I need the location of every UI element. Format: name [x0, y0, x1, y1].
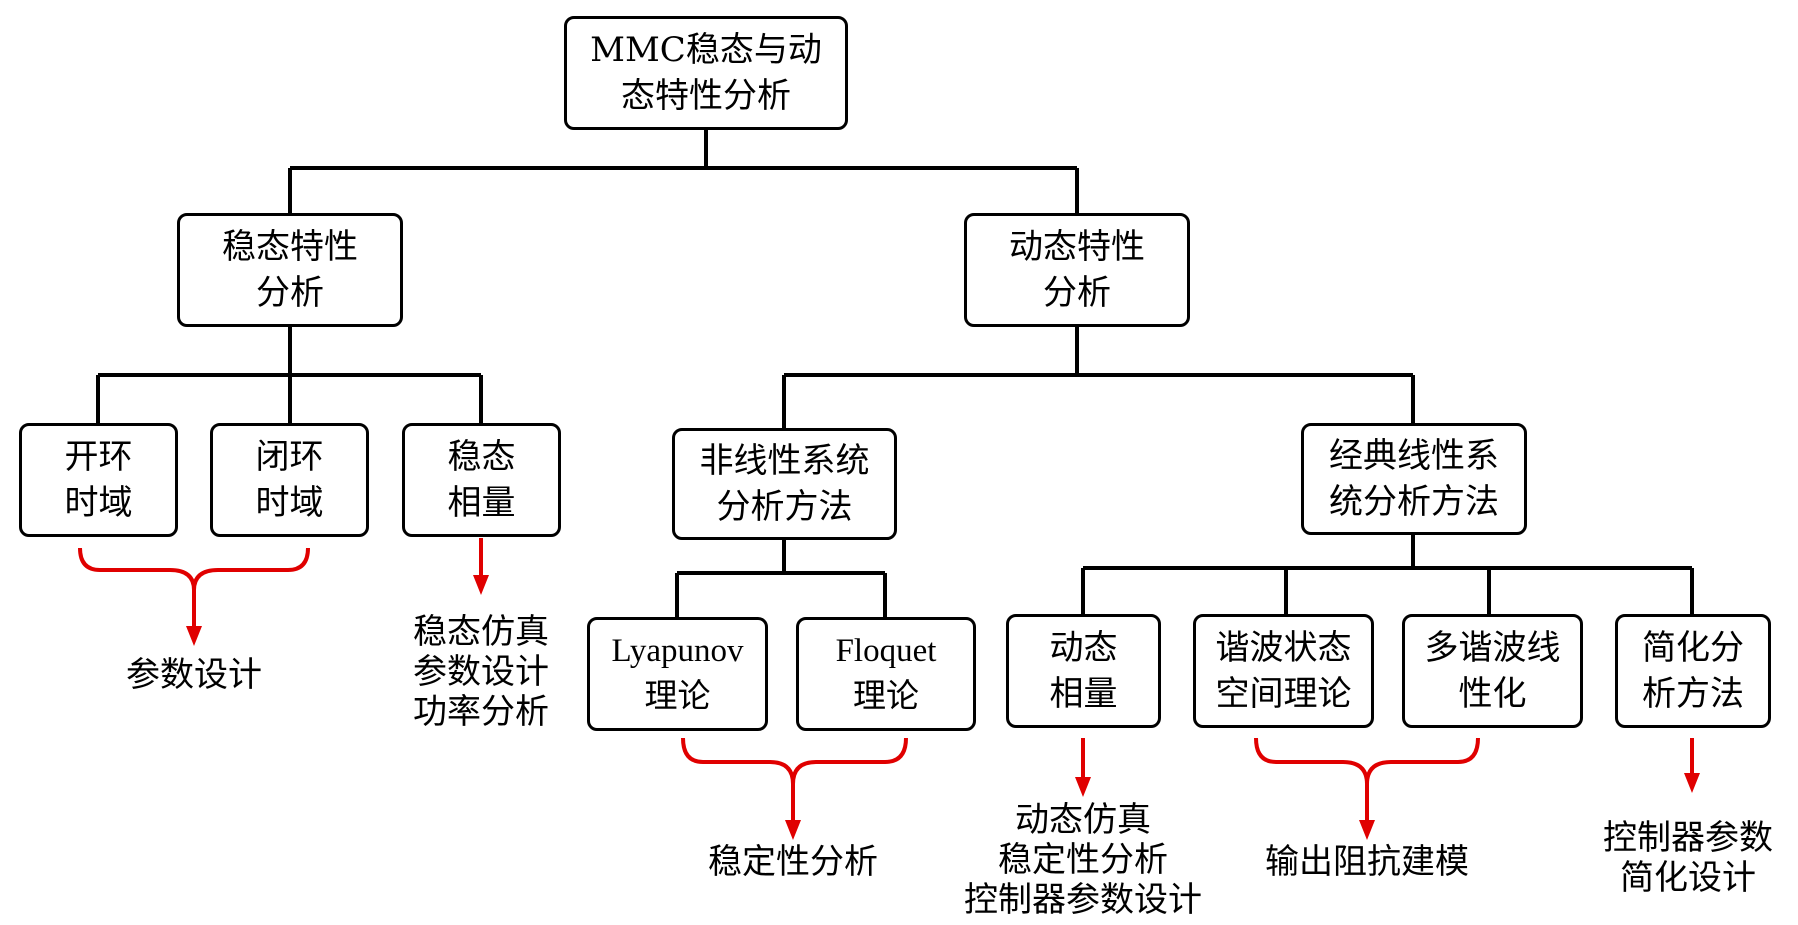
node-linear-methods-label: 经典线性系 统分析方法 [1329, 436, 1499, 522]
arrowhead-steady-phasor [473, 575, 489, 595]
node-simplified-label: 简化分 析方法 [1642, 628, 1744, 714]
red-brackets-arrows [78, 538, 1694, 822]
node-nonlinear-methods: 非线性系统 分析方法 [672, 428, 897, 540]
node-dynamic-phasor: 动态 相量 [1006, 614, 1161, 728]
arrowhead-impedance [1359, 820, 1375, 840]
node-root: MMC稳态与动 态特性分析 [564, 16, 848, 130]
node-floquet-label: Floquet 理论 [835, 633, 937, 715]
node-steady-phasor-label: 稳态 相量 [447, 437, 516, 523]
bracket-impedance [1254, 737, 1480, 785]
node-lyapunov-theory: Lyapunov 理论 [587, 617, 768, 731]
node-lyapunov-label: Lyapunov 理论 [611, 633, 744, 715]
arrowhead-simplified [1684, 773, 1700, 793]
arrowhead-stability [785, 820, 801, 840]
arrowhead-dynamic-phasor [1075, 777, 1091, 797]
node-floquet-theory: Floquet 理论 [796, 617, 976, 731]
node-closed-loop-label: 闭环 时域 [255, 437, 324, 523]
node-linear-methods: 经典线性系 统分析方法 [1301, 423, 1527, 535]
output-controller-simplified: 控制器参数 简化设计 [1603, 818, 1773, 898]
output-steady-phasor-uses: 稳态仿真 参数设计 功率分析 [413, 612, 549, 732]
bracket-theory [681, 737, 908, 785]
node-steady-analysis-label: 稳态特性 分析 [222, 227, 358, 313]
output-param-design: 参数设计 [126, 655, 262, 695]
tree-connectors [96, 130, 1694, 617]
output-stability-analysis: 稳定性分析 [708, 842, 878, 882]
node-steady-analysis: 稳态特性 分析 [177, 213, 403, 327]
node-dynamic-analysis-label: 动态特性 分析 [1009, 227, 1145, 313]
red-arrowheads [186, 575, 1700, 840]
node-nonlinear-methods-label: 非线性系统 分析方法 [699, 441, 870, 527]
node-harmonic-state-space: 谐波状态 空间理论 [1193, 614, 1374, 728]
node-dynamic-analysis: 动态特性 分析 [964, 213, 1190, 327]
node-simplified-method: 简化分 析方法 [1615, 614, 1771, 728]
node-steady-phasor: 稳态 相量 [402, 423, 561, 537]
arrowhead-param [186, 626, 202, 646]
node-mhl-label: 多谐波线 性化 [1424, 628, 1561, 714]
output-dynamic-phasor-uses: 动态仿真 稳定性分析 控制器参数设计 [964, 800, 1202, 920]
node-open-loop-time-domain: 开环 时域 [19, 423, 178, 537]
node-open-loop-label: 开环 时域 [64, 437, 133, 523]
bracket-loop [78, 547, 310, 591]
node-multi-harmonic-linearization: 多谐波线 性化 [1402, 614, 1583, 728]
node-dynamic-phasor-label: 动态 相量 [1049, 628, 1118, 714]
node-closed-loop-time-domain: 闭环 时域 [210, 423, 369, 537]
output-impedance-modeling: 输出阻抗建模 [1265, 842, 1469, 882]
node-root-label: MMC稳态与动 态特性分析 [590, 30, 822, 116]
node-hss-label: 谐波状态 空间理论 [1215, 628, 1352, 714]
